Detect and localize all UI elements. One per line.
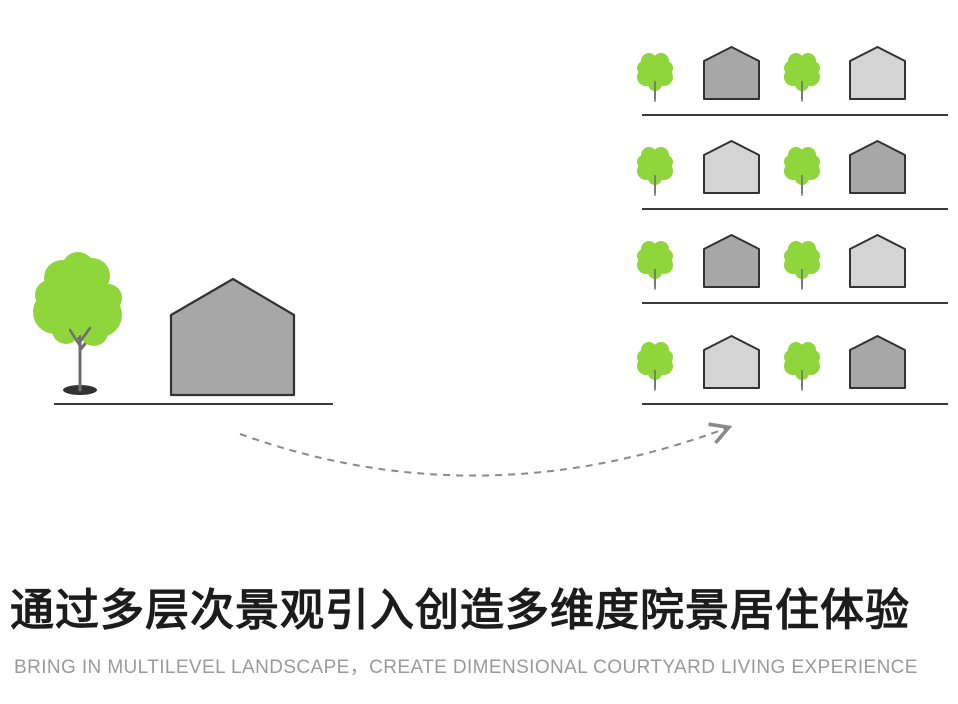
multilevel-stack <box>637 46 948 405</box>
level-4 <box>637 335 948 405</box>
transition-arrow <box>239 422 733 477</box>
tree-icon <box>784 342 820 391</box>
single-level-scene <box>33 252 333 405</box>
house-icon <box>849 335 906 389</box>
tree-icon <box>33 252 122 395</box>
tree-icon <box>637 53 673 102</box>
level-2 <box>637 140 948 210</box>
page-title: 通过多层次景观引入创造多维度院景居住体验 <box>10 585 910 636</box>
tree-icon <box>784 147 820 196</box>
house-icon <box>849 234 906 288</box>
tree-icon <box>784 53 820 102</box>
house-icon <box>703 46 760 100</box>
house-icon <box>703 335 760 389</box>
tree-icon <box>784 241 820 290</box>
tree-icon <box>637 241 673 290</box>
level-3 <box>637 234 948 304</box>
tree-icon <box>637 342 673 391</box>
tree-icon <box>637 147 673 196</box>
house-icon <box>849 46 906 100</box>
house-icon <box>703 234 760 288</box>
house-icon <box>849 140 906 194</box>
level-1 <box>637 46 948 116</box>
house-icon <box>169 277 296 397</box>
house-icon <box>703 140 760 194</box>
page-subtitle: BRING IN MULTILEVEL LANDSCAPE，CREATE DIM… <box>14 657 918 678</box>
